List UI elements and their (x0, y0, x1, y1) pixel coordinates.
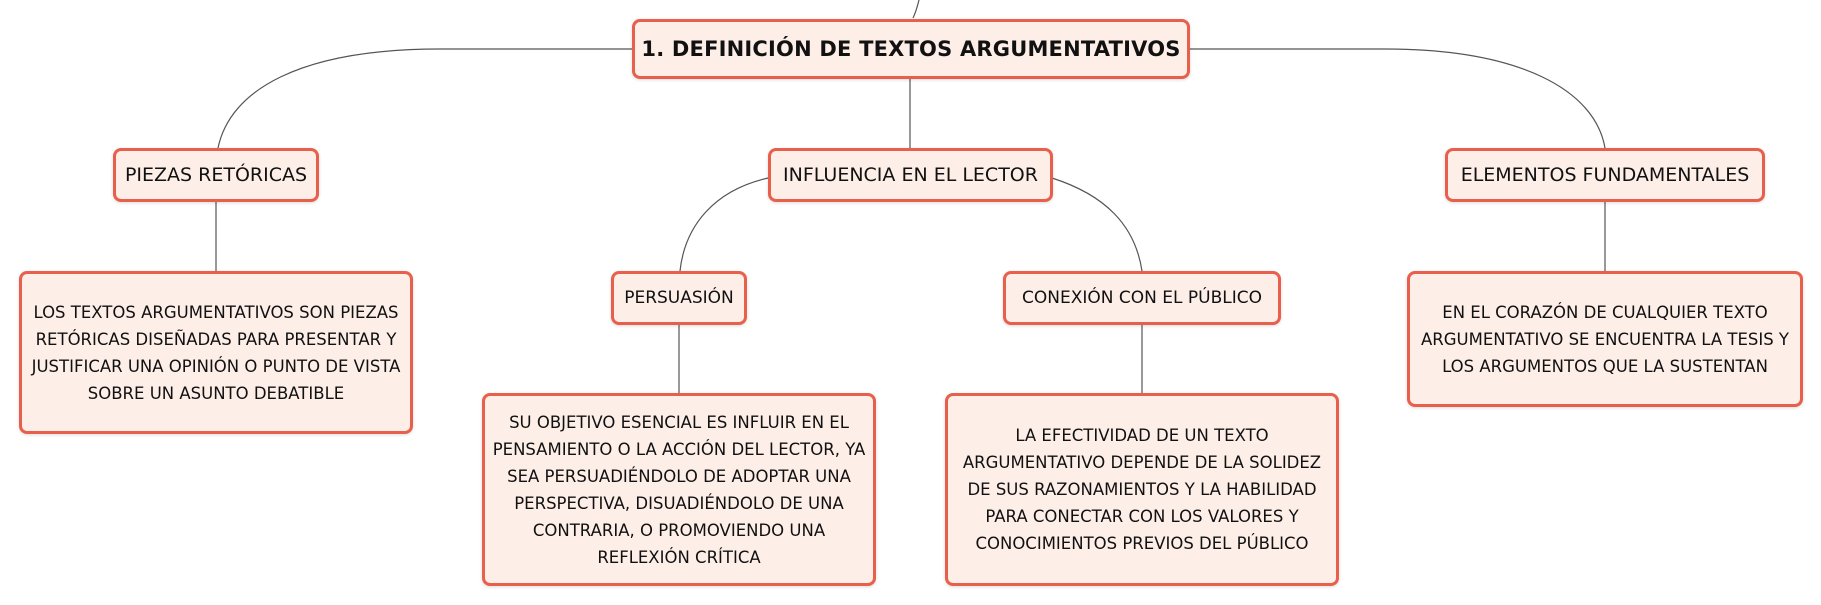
node-piezas-retoricas[interactable]: PIEZAS RETÓRICAS (113, 148, 319, 202)
detail-piezas-retoricas[interactable]: LOS TEXTOS ARGUMENTATIVOS SON PIEZAS RET… (19, 271, 413, 434)
detail-elementos-fundamentales[interactable]: EN EL CORAZÓN DE CUALQUIER TEXTO ARGUMEN… (1407, 271, 1803, 407)
root-node-label: 1. DEFINICIÓN DE TEXTOS ARGUMENTATIVOS (641, 37, 1181, 61)
node-persuasion-label: PERSUASIÓN (624, 288, 734, 308)
detail-conexion-publico[interactable]: LA EFECTIVIDAD DE UN TEXTO ARGUMENTATIVO… (945, 393, 1339, 586)
detail-conexion-publico-text: LA EFECTIVIDAD DE UN TEXTO ARGUMENTATIVO… (962, 426, 1322, 553)
node-conexion-publico-label: CONEXIÓN CON EL PÚBLICO (1022, 288, 1262, 308)
connector-root-piezas (217, 48, 632, 149)
detail-persuasion[interactable]: SU OBJETIVO ESENCIAL ES INFLUIR EN EL PE… (482, 393, 876, 586)
connector-influencia-persuasion (679, 177, 769, 272)
node-elementos-fundamentales[interactable]: ELEMENTOS FUNDAMENTALES (1445, 148, 1765, 202)
node-conexion-publico[interactable]: CONEXIÓN CON EL PÚBLICO (1003, 271, 1281, 325)
node-persuasion[interactable]: PERSUASIÓN (611, 271, 747, 325)
detail-elementos-fundamentales-text: EN EL CORAZÓN DE CUALQUIER TEXTO ARGUMEN… (1420, 302, 1790, 376)
node-piezas-retoricas-label: PIEZAS RETÓRICAS (124, 164, 308, 186)
node-influencia-lector[interactable]: INFLUENCIA EN EL LECTOR (768, 148, 1053, 202)
node-elementos-fundamentales-label: ELEMENTOS FUNDAMENTALES (1460, 164, 1750, 186)
detail-persuasion-text: SU OBJETIVO ESENCIAL ES INFLUIR EN EL PE… (492, 412, 866, 567)
connector-parent-stub (912, 0, 920, 19)
root-node[interactable]: 1. DEFINICIÓN DE TEXTOS ARGUMENTATIVOS (632, 19, 1190, 79)
connector-influencia-conexion (1051, 177, 1143, 272)
node-influencia-lector-label: INFLUENCIA EN EL LECTOR (783, 164, 1038, 186)
connector-root-elementos (1190, 48, 1606, 149)
detail-piezas-retoricas-text: LOS TEXTOS ARGUMENTATIVOS SON PIEZAS RET… (31, 302, 401, 403)
